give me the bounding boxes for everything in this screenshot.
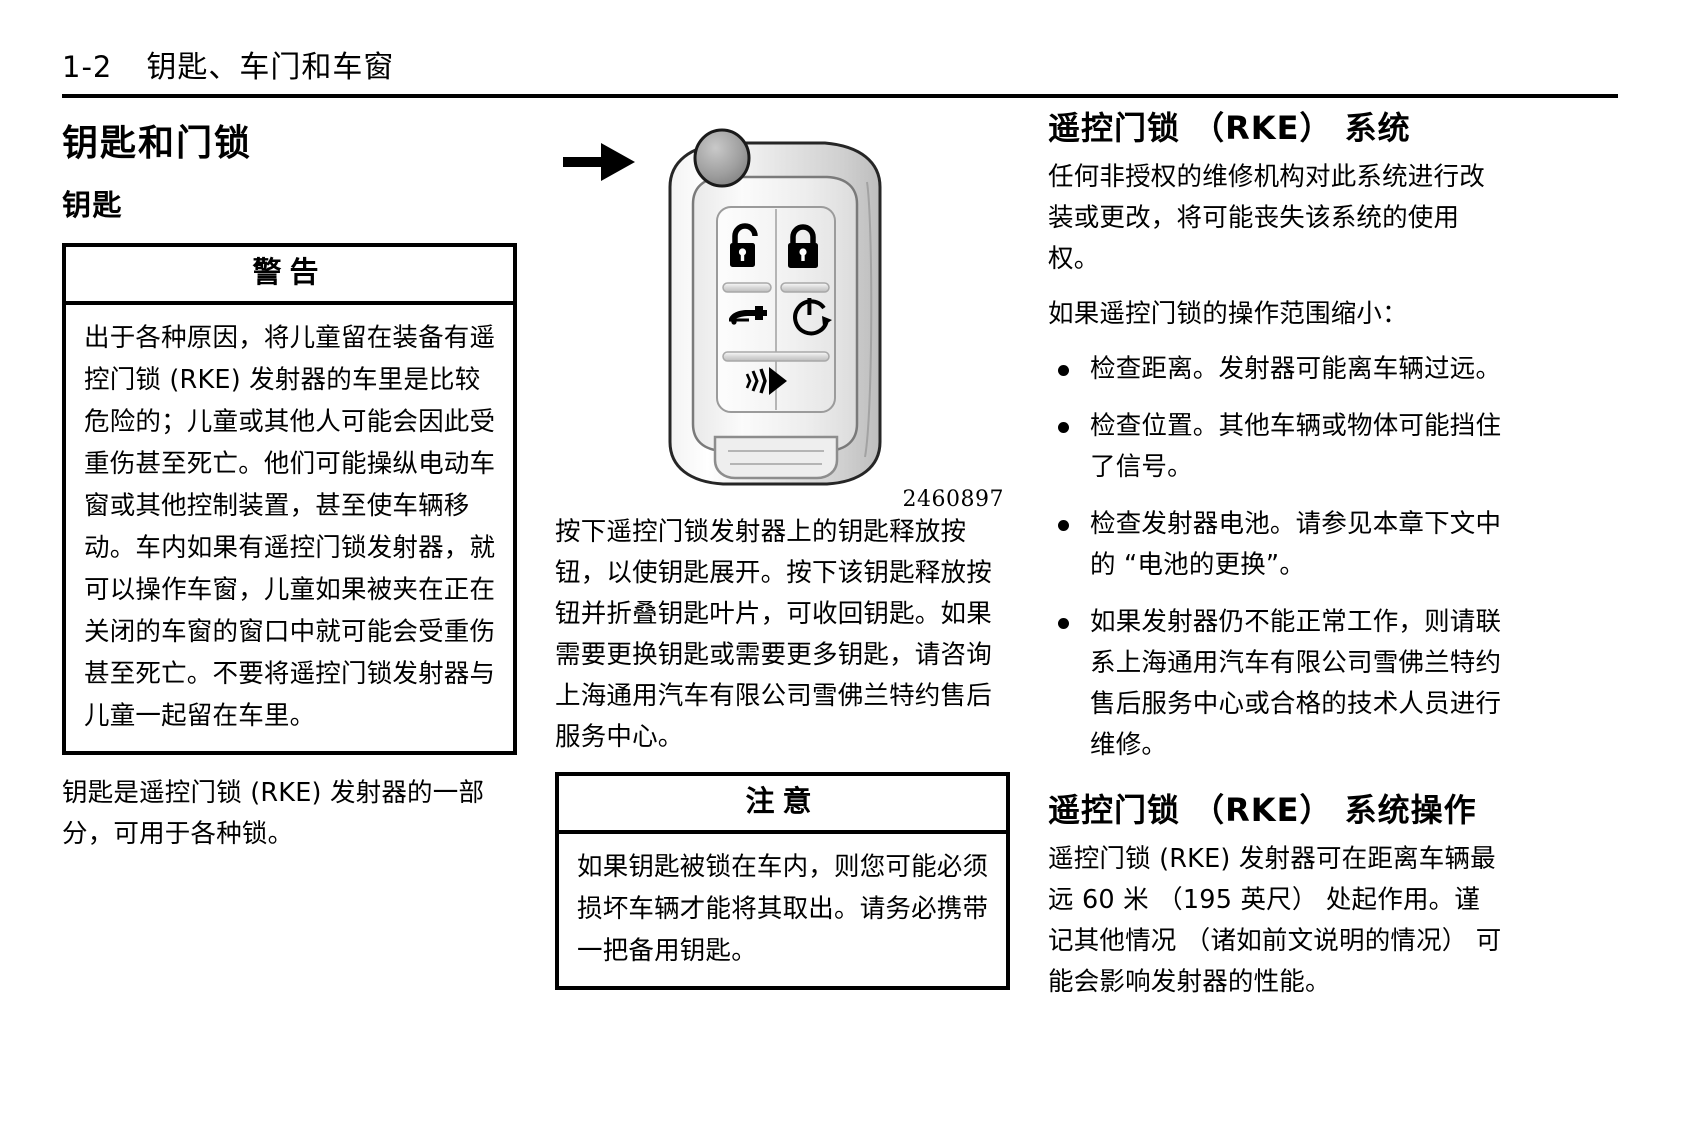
- notice-callout-box: 注意 如果钥匙被锁在车内，则您可能必须损坏车辆才能将其取出。请务必携带一把备用钥…: [555, 772, 1010, 990]
- list-item: 检查距离。发射器可能离车辆过远。: [1048, 349, 1503, 390]
- rke-troubleshooting-list: 检查距离。发射器可能离车辆过远。 检查位置。其他车辆或物体可能挡住了信号。 检查…: [1048, 349, 1503, 766]
- header-divider: [62, 94, 1618, 98]
- subsection-title-key: 钥匙: [62, 187, 124, 222]
- unlock-icon: [730, 223, 758, 267]
- key-blade-slot: [713, 435, 839, 480]
- content-columns: 钥匙和门锁 钥匙 警告 出于各种原因，将儿童留在装备有遥控门锁 (RKE) 发射…: [62, 110, 1618, 1017]
- page-title: 钥匙、车门和车窗: [146, 50, 395, 85]
- trunk-release-icon: [729, 306, 767, 325]
- section-title-rke-system: 遥控门锁 （RKE） 系统: [1048, 109, 1411, 147]
- rke-paragraph-1: 任何非授权的维修机构对此系统进行改装或更改，将可能丧失该系统的使用权。: [1048, 161, 1485, 274]
- section-title-rke-operation: 遥控门锁 （RKE） 系统操作: [1048, 790, 1477, 829]
- middle-column-paragraph: 按下遥控门锁发射器上的钥匙释放按钮，以使钥匙展开。按下该钥匙释放按钮并折叠钥匙叶…: [555, 517, 992, 752]
- rke-paragraph-2: 如果遥控门锁的操作范围缩小：: [1048, 298, 1408, 329]
- list-item: 如果发射器仍不能正常工作，则请联系上海通用汽车有限公司雪佛兰特约售后服务中心或合…: [1048, 602, 1503, 766]
- left-column-paragraph: 钥匙是遥控门锁 (RKE) 发射器的一部分，可用于各种锁。: [62, 778, 485, 850]
- key-release-button-arrow: [563, 143, 635, 181]
- key-release-button: [693, 128, 751, 188]
- middle-column: 2460897 按下遥控门锁发射器上的钥匙释放按钮，以使钥匙展开。按下该钥匙释放…: [555, 110, 1010, 1017]
- rke-paragraph-3: 遥控门锁 (RKE) 发射器可在距离车辆最远 60 米 （195 英尺） 处起作…: [1048, 843, 1502, 997]
- header-row: 1-2 钥匙、车门和车窗: [62, 42, 1618, 94]
- panic-alarm-icon: [745, 367, 787, 395]
- remote-start-icon: [793, 298, 832, 336]
- list-item: 检查发射器电池。请参见本章下文中的 “电池的更换”。: [1048, 504, 1503, 586]
- right-column: 遥控门锁 （RKE） 系统 任何非授权的维修机构对此系统进行改装或更改，将可能丧…: [1048, 110, 1503, 1017]
- page-number: 1-2: [62, 50, 113, 84]
- left-column: 钥匙和门锁 钥匙 警告 出于各种原因，将儿童留在装备有遥控门锁 (RKE) 发射…: [62, 110, 517, 1017]
- list-item: 检查位置。其他车辆或物体可能挡住了信号。: [1048, 406, 1503, 488]
- figure-id-label: 2460897: [902, 487, 1004, 512]
- key-fob-illustration: [563, 128, 882, 486]
- notice-callout-body: 如果钥匙被锁在车内，则您可能必须损坏车辆才能将其取出。请务必携带一把备用钥匙。: [577, 851, 989, 966]
- notice-callout-title: 注意: [559, 776, 1006, 834]
- section-title-keys-and-locks: 钥匙和门锁: [62, 123, 253, 164]
- page-header: 1-2 钥匙、车门和车窗: [62, 42, 1618, 98]
- key-fob-figure: 2460897: [555, 112, 1010, 512]
- warning-callout-body: 出于各种原因，将儿童留在装备有遥控门锁 (RKE) 发射器的车里是比较危险的；儿…: [84, 323, 496, 732]
- warning-callout-box: 警告 出于各种原因，将儿童留在装备有遥控门锁 (RKE) 发射器的车里是比较危险…: [62, 243, 517, 756]
- warning-callout-title: 警告: [66, 247, 513, 306]
- lock-icon: [788, 224, 818, 268]
